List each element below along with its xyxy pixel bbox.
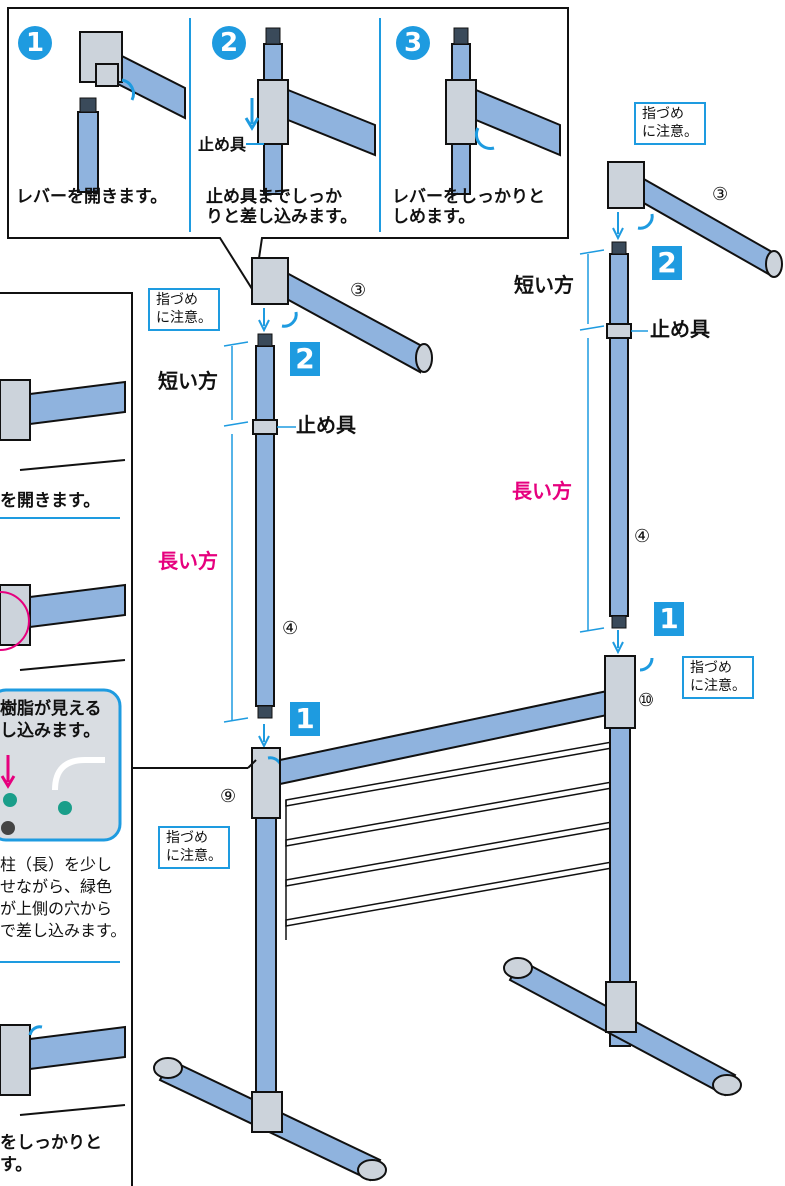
left-part-pole-label: ④: [282, 618, 299, 639]
side-para-4: で差し込みます。: [0, 921, 127, 940]
right-part-pole-label: ④: [634, 526, 651, 547]
right-short-label: 短い方: [514, 273, 574, 297]
right-stand: [503, 161, 783, 1097]
left-stopper-label: 止め具: [296, 413, 356, 437]
side-para-2: せながら、緑色: [0, 877, 113, 896]
step2-caption-line2: りと差し込みます。: [206, 207, 358, 227]
right-note-top: 指づめに注意。: [634, 102, 706, 145]
step2-caption-line1: 止め具までしっか: [206, 187, 342, 207]
step1-badge: 1: [18, 26, 52, 60]
left-stand: [153, 257, 433, 1182]
right-stopper-label: 止め具: [650, 317, 710, 341]
right-long-label: 長い方: [512, 479, 572, 503]
right-part-joint-label: ⑩: [638, 690, 655, 711]
right-note-mid: 指づめに注意。: [682, 656, 754, 699]
side-caption-1: を開きます。: [0, 491, 101, 511]
side-panel: [0, 292, 248, 1186]
left-step1-marker: 1: [290, 702, 320, 736]
step3-badge: 3: [396, 26, 430, 60]
left-part-joint-label: ⑨: [220, 786, 237, 807]
side-caption-3-line1: をしっかりと: [0, 1133, 102, 1153]
left-note-bottom: 指づめに注意。: [158, 826, 230, 869]
side-photo-line1: 樹脂が見える: [0, 699, 102, 719]
right-step2-marker: 2: [652, 246, 682, 280]
side-photo-line2: し込みます。: [0, 721, 101, 741]
step-box: [7, 7, 569, 295]
side-para-3: が上側の穴から: [0, 899, 113, 918]
step1-caption: レバーを開きます。: [16, 187, 168, 207]
left-step2-marker: 2: [290, 342, 320, 376]
left-note-top: 指づめに注意。: [148, 288, 220, 331]
step2-badge: 2: [212, 26, 246, 60]
right-part-arm-label: ③: [712, 184, 729, 205]
left-part-arm-label: ③: [350, 280, 367, 301]
step3-caption-line2: しめます。: [392, 207, 476, 227]
left-short-label: 短い方: [158, 369, 218, 393]
side-caption-3-line2: す。: [0, 1155, 33, 1175]
step3-caption-line1: レバーをしっかりと: [392, 187, 545, 207]
right-step1-marker: 1: [654, 602, 684, 636]
side-para-1: 柱（長）を少し: [0, 855, 113, 874]
crossbar-rack: [279, 688, 613, 940]
step2-stopper-label: 止め具: [198, 135, 247, 154]
left-long-label: 長い方: [158, 549, 218, 573]
